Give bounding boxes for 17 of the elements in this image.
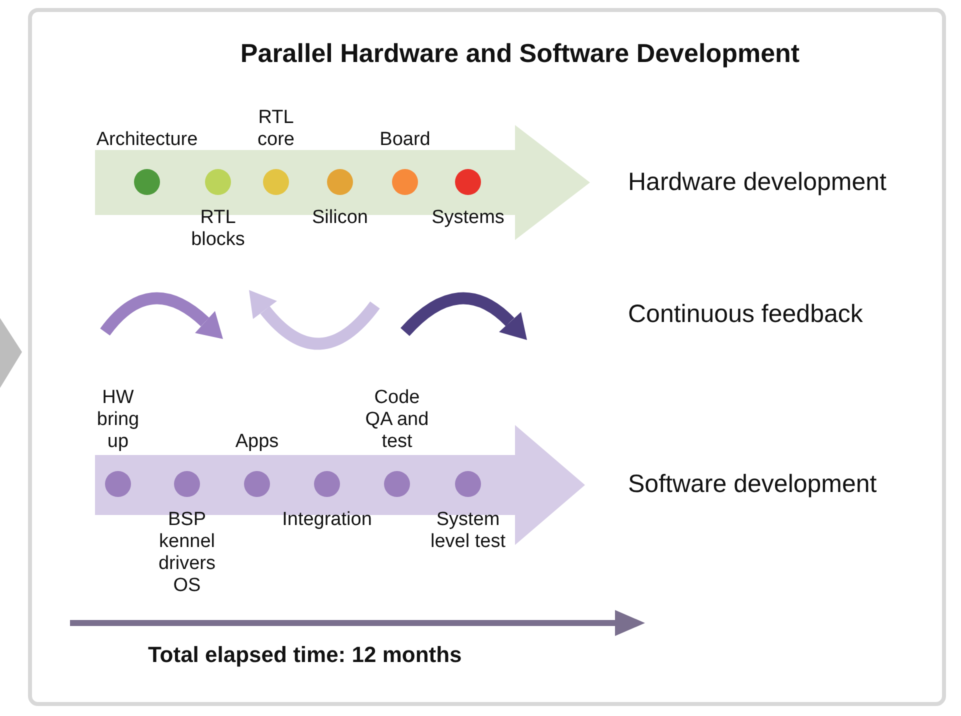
text-label: Total elapsed time: 12 months <box>148 642 462 668</box>
milestone-label: Silicon <box>311 207 369 229</box>
title: Parallel Hardware and Software Development <box>239 38 801 69</box>
band-label: Hardware development <box>628 168 886 196</box>
milestone-label: Board <box>378 129 432 151</box>
milestone-label: RTL core <box>256 107 296 151</box>
milestone-label: Apps <box>234 431 280 453</box>
milestone-label: Architecture <box>95 129 199 151</box>
milestone-label: HW bring up <box>96 387 140 453</box>
milestone-label: Systems <box>430 207 506 229</box>
milestone-label: BSP kennel drivers OS <box>157 509 216 596</box>
milestone-label: System level test <box>430 509 506 553</box>
text-label: Continuous feedback <box>628 300 863 329</box>
band-label: Software development <box>628 470 877 499</box>
milestone-label: Integration <box>281 509 373 531</box>
milestone-label: Code QA and test <box>364 387 430 453</box>
milestone-label: RTL blocks <box>190 207 246 251</box>
